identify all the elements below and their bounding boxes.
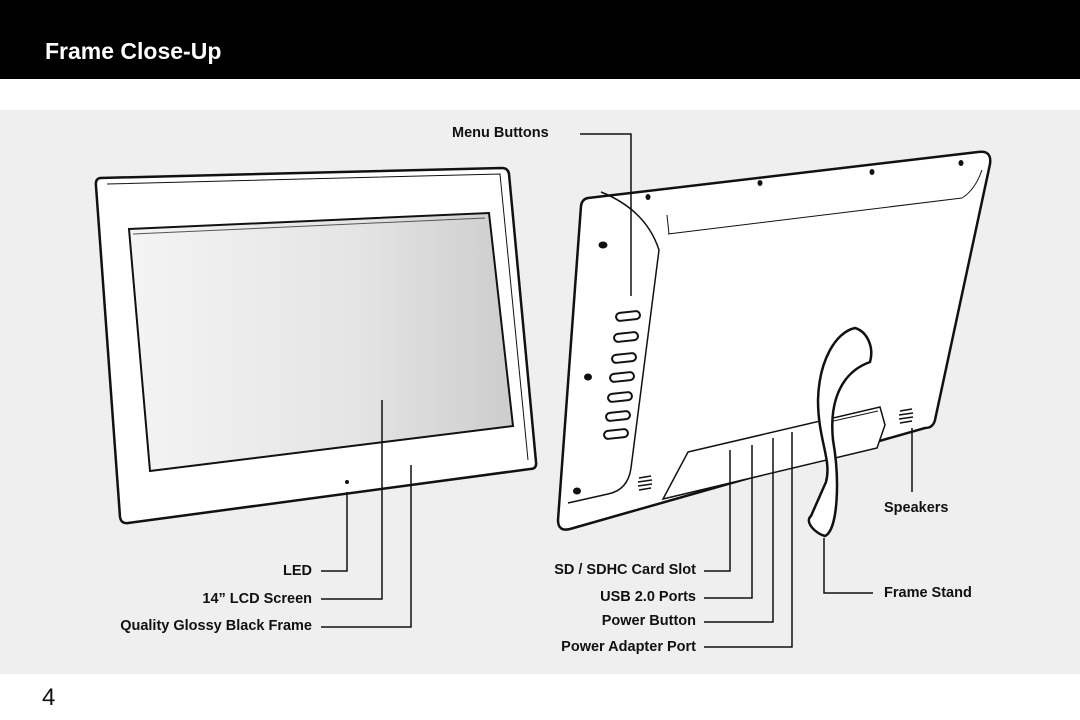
diagram-area: Menu Buttons LED 14” LCD Screen Quality …: [0, 110, 1080, 674]
menu-buttons-graphic: [603, 310, 641, 440]
leader-lines: [321, 133, 913, 648]
label-frame: Quality Glossy Black Frame: [120, 618, 312, 634]
speaker-grille-icon: [637, 408, 914, 491]
label-power-button: Power Button: [601, 613, 696, 629]
label-usb-ports: USB 2.0 Ports: [600, 589, 696, 605]
back-frame: [556, 150, 992, 538]
label-power-adapter: Power Adapter Port: [561, 639, 696, 655]
label-lcd-screen: 14” LCD Screen: [202, 591, 312, 607]
label-led: LED: [283, 563, 312, 579]
frame-illustration: [94, 133, 992, 648]
frame-stand-graphic: [807, 326, 873, 538]
label-menu-buttons: Menu Buttons: [452, 125, 549, 141]
page-title: Frame Close-Up: [45, 38, 222, 64]
label-speakers: Speakers: [884, 500, 949, 516]
front-frame: [94, 166, 538, 525]
label-sd-slot: SD / SDHC Card Slot: [554, 562, 696, 578]
label-frame-stand: Frame Stand: [884, 585, 972, 601]
page-number: 4: [42, 684, 56, 711]
header-bar: [0, 0, 1080, 79]
